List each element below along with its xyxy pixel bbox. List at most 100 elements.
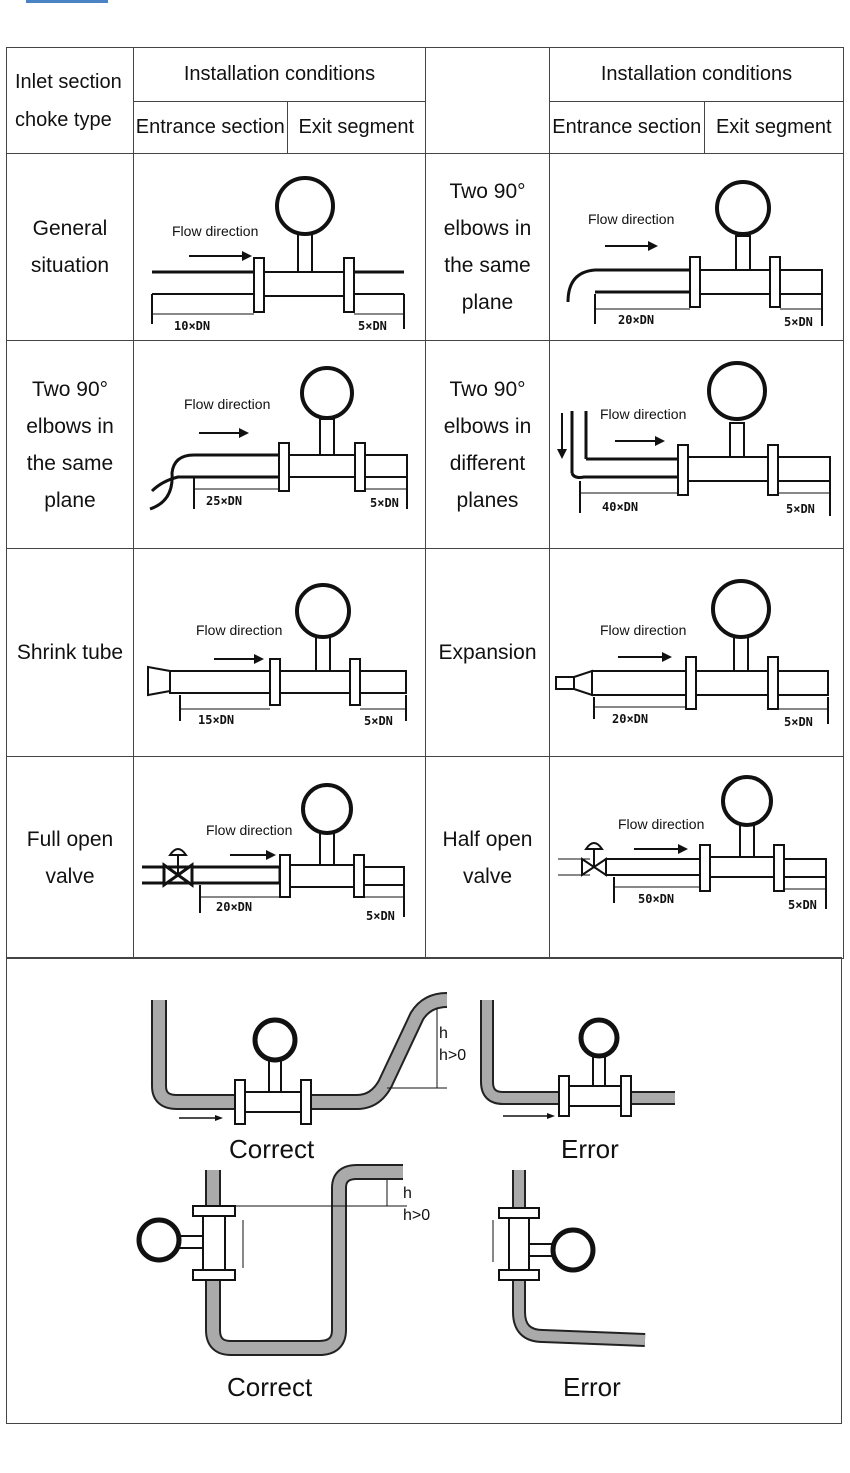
full-open-valve-diagram: Flow direction 20×DN: [142, 783, 405, 923]
flow-direction-label: Flow direction: [600, 406, 686, 422]
pipe-fill: [207, 1166, 403, 1354]
flow-arrowhead-icon: [648, 241, 658, 251]
flange-icon: [343, 257, 355, 313]
meter-body: [695, 670, 769, 696]
general-situation-diagram: Flow direction 10×DN 5×DN: [151, 176, 405, 333]
meter-body: [279, 670, 351, 694]
meter-neck: [739, 822, 755, 858]
expansion-diagram: Flow direction 20×DN 5×DN: [555, 579, 829, 729]
upstream-length: 20×DN: [618, 313, 654, 327]
row1-right-line4: plane: [461, 291, 514, 314]
upstream-length: 50×DN: [638, 892, 674, 906]
pipe-fill: [482, 1000, 675, 1103]
upstream-length: 20×DN: [612, 712, 648, 726]
reducer-icon: [147, 665, 171, 697]
shrink-tube-diagram: Flow direction 15×DN 5×DN: [147, 583, 407, 728]
flange-icon: [558, 1075, 570, 1117]
meter-neck: [528, 1243, 554, 1257]
meter-neck: [729, 422, 745, 458]
downstream-length: 5×DN: [786, 502, 815, 516]
flow-arrowhead-icon: [662, 652, 672, 662]
entrance-section-left: Entrance section: [133, 101, 288, 154]
flange-icon: [353, 854, 365, 898]
flange-icon: [498, 1269, 540, 1281]
flange-icon: [253, 257, 265, 313]
meter-neck: [268, 1059, 282, 1093]
choke-type-header-text: Inlet section choke type: [15, 70, 122, 131]
meter-body: [202, 1215, 226, 1271]
outlet-pipe: [777, 670, 829, 696]
flow-direction-label: Flow direction: [618, 816, 704, 832]
meter-head-icon: [252, 1017, 298, 1063]
row4-left-line1: Full open: [26, 827, 114, 851]
valve-icon: [592, 857, 607, 877]
meter-neck: [735, 235, 751, 271]
row3-right-line1: Expansion: [438, 641, 537, 664]
outlet-pipe: [779, 269, 823, 295]
flange-icon: [620, 1075, 632, 1117]
row2-left-line3: the same: [26, 451, 114, 475]
flow-direction-label: Flow direction: [600, 622, 686, 638]
meter-head-icon: [721, 775, 773, 827]
row4-right-label: Half open valve: [425, 756, 550, 959]
row1-left-line1: General: [32, 217, 108, 240]
upstream-length: 10×DN: [174, 319, 210, 333]
row4-right-line1: Half open: [442, 827, 533, 851]
caption-correct-bottom: Correct: [227, 1372, 313, 1402]
flange-icon: [269, 658, 281, 706]
caption-correct-top: Correct: [229, 1134, 315, 1164]
flow-arrowhead-icon: [254, 654, 264, 664]
meter-body: [263, 271, 345, 297]
row4-left-line2: valve: [45, 864, 95, 888]
meter-neck: [178, 1235, 204, 1249]
flow-arrowhead-icon: [242, 251, 252, 261]
row3-left-label: Shrink tube: [6, 548, 134, 757]
flange-icon: [773, 844, 785, 892]
installation-table: Inlet section choke type Installation co…: [6, 47, 845, 959]
flange-icon: [300, 1079, 312, 1125]
row1-left-label: General situation: [6, 153, 134, 341]
inlet-pipe: [605, 858, 701, 876]
meter-head-icon: [295, 583, 351, 639]
entrance-section-right: Entrance section: [549, 101, 705, 154]
row4-left-label: Full open valve: [6, 756, 134, 959]
meter-body: [709, 856, 775, 878]
flange-icon: [192, 1269, 236, 1281]
meter-body: [289, 864, 355, 888]
flange-icon: [677, 444, 689, 496]
meter-head-icon: [136, 1217, 182, 1263]
downstream-length: 5×DN: [366, 909, 395, 923]
flange-icon: [685, 656, 697, 710]
row1-right-label: Two 90° elbows in the same plane: [425, 153, 550, 341]
upstream-length: 15×DN: [198, 713, 234, 727]
flow-direction-label: Flow direction: [172, 223, 258, 239]
row2-right-diagram: Flow direction 40×DN 5: [549, 340, 844, 549]
flange-icon: [689, 256, 701, 308]
row1-right-line1: Two 90°: [449, 180, 526, 203]
meter-head-icon: [301, 783, 353, 835]
flow-direction-label: Flow direction: [184, 396, 270, 412]
outlet-pipe: [777, 456, 831, 482]
meter-head-icon: [550, 1227, 596, 1273]
row3-left-line1: Shrink tube: [16, 641, 124, 664]
row1-left-line2: situation: [30, 254, 110, 277]
flange-icon: [279, 854, 291, 898]
orientation-diagram: h h>0 Correct Error h h>0 Correct: [136, 992, 675, 1402]
row1-left-diagram: Flow direction 10×DN 5×DN: [133, 153, 426, 341]
meter-head-icon: [300, 366, 354, 420]
row2-right-line3: different: [449, 451, 526, 475]
row3-right-diagram: Flow direction 20×DN 5×DN: [549, 548, 844, 757]
row2-left-label: Two 90° elbows in the same plane: [6, 340, 134, 549]
meter-neck: [733, 636, 749, 672]
row1-right-line2: elbows in: [443, 217, 532, 240]
meter-neck: [319, 830, 335, 866]
upstream-length: 25×DN: [206, 494, 242, 508]
outlet-pipe: [359, 670, 407, 694]
valve-icon: [162, 862, 181, 888]
meter-head-icon: [711, 579, 771, 639]
meter-body: [508, 1217, 530, 1271]
flow-arrowhead-icon: [239, 428, 249, 438]
meter-head-icon: [707, 361, 767, 421]
installation-conditions-right: Installation conditions: [549, 47, 844, 102]
flow-direction-label: Flow direction: [588, 211, 674, 227]
